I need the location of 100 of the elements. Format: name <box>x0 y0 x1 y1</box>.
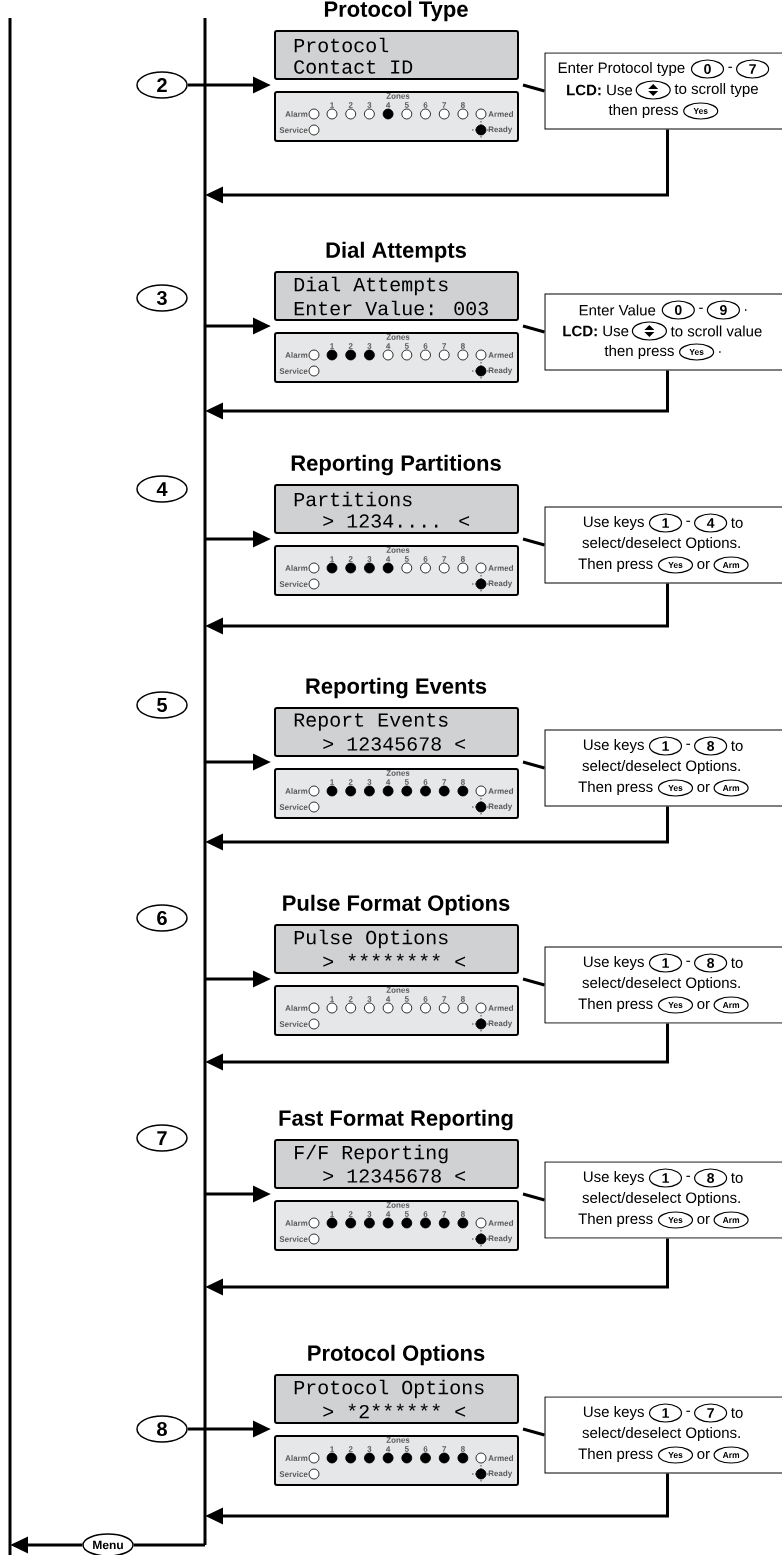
indicator-label: 3 <box>367 996 372 1002</box>
indicator-label: 1 <box>330 343 334 349</box>
key-button: 1 <box>648 1168 683 1188</box>
indicator-label: Alarm <box>285 352 308 358</box>
indicator-label: 2 <box>348 556 353 562</box>
indicator-label: 6 <box>423 1211 428 1217</box>
section-heading: Protocol Type <box>324 0 468 22</box>
indicator-label: 1 <box>330 779 334 785</box>
step-number: 6 <box>136 904 188 932</box>
indicator-label: 1 <box>330 1211 334 1217</box>
section-heading: Dial Attempts <box>326 241 466 263</box>
indicator-label: 8 <box>460 779 465 785</box>
indicator-label: Zones <box>386 770 410 776</box>
key-button: Yes <box>657 996 694 1014</box>
step-number: 8 <box>136 1415 188 1443</box>
lcd-display: Report Events > 12345678 < <box>274 707 519 757</box>
indicator-label: 5 <box>404 102 409 108</box>
indicator-label: 3 <box>367 1211 372 1217</box>
indicator-label: 6 <box>423 1446 428 1452</box>
key-button: Yes <box>657 779 694 797</box>
key-button: 4 <box>694 513 728 533</box>
indicator-label: 4 <box>386 996 391 1002</box>
indicator-label: 2 <box>348 779 353 785</box>
indicator-label: 2 <box>348 1446 353 1452</box>
key-button: 9 <box>706 300 740 320</box>
indicator-label: 2 <box>348 343 353 349</box>
indicator-label: 4 <box>386 1446 391 1452</box>
indicator-label: Service <box>279 1236 308 1242</box>
key-button: Arm <box>713 996 749 1014</box>
indicator-label: 6 <box>423 556 428 562</box>
key-button: 8 <box>694 953 728 973</box>
indicator-label: Service <box>279 368 308 374</box>
indicator-label: Armed <box>488 352 513 358</box>
indicator-label: 1 <box>330 1446 334 1452</box>
indicator-label: 8 <box>460 1446 465 1452</box>
key-button: 1 <box>648 953 683 973</box>
step-number: 2 <box>136 71 188 99</box>
menu-key: Menu <box>82 1533 134 1555</box>
indicator-label: 5 <box>404 1446 409 1452</box>
indicator-label: 5 <box>404 556 409 562</box>
indicator-label: 3 <box>367 343 372 349</box>
indicator-label: Ready <box>488 126 513 134</box>
indicator-label: 6 <box>423 102 428 108</box>
lcd-display: Dial Attempts Enter Value: 003 <box>274 271 519 321</box>
indicator-label: 5 <box>404 1211 409 1217</box>
indicator-label: Service <box>279 1021 308 1027</box>
lcd-display: Protocol Options > *2****** < <box>274 1374 519 1424</box>
indicator-label: 7 <box>442 102 447 108</box>
indicator-label: 6 <box>423 779 428 785</box>
key-button: Arm <box>713 556 749 574</box>
indicator-label: Ready <box>488 1470 513 1478</box>
key-button: 0 <box>661 300 695 320</box>
indicator-label: Ready <box>488 580 513 588</box>
indicator-label: Armed <box>488 1455 513 1461</box>
indicator-label: Zones <box>386 547 410 553</box>
indicator-label: Zones <box>386 987 410 993</box>
indicator-label: Armed <box>488 111 513 117</box>
lcd-display: F/F Reporting > 12345678 < <box>274 1139 519 1189</box>
indicator-label: Armed <box>488 1220 513 1226</box>
key-button: 1 <box>648 736 683 756</box>
indicator-label: 7 <box>442 343 447 349</box>
indicator-label: 8 <box>460 343 465 349</box>
connector-line <box>522 324 545 334</box>
connector-line <box>522 760 545 770</box>
indicator-label: 4 <box>386 556 391 562</box>
indicator-label: Alarm <box>285 1455 308 1461</box>
indicator-label: 2 <box>348 102 353 108</box>
indicator-label: 3 <box>367 556 372 562</box>
indicator-label: 1 <box>330 556 334 562</box>
key-button: Yes <box>657 1211 694 1229</box>
indicator-label: 4 <box>386 1211 391 1217</box>
section-heading: Fast Format Reporting <box>279 1109 513 1131</box>
key-button: Arm <box>713 1446 749 1464</box>
indicator-label: Ready <box>488 367 513 375</box>
indicator-label: 7 <box>442 1211 447 1217</box>
key-button: 8 <box>694 1168 728 1188</box>
indicator-label: 2 <box>348 996 353 1002</box>
indicator-label: 6 <box>423 996 428 1002</box>
indicator-label: 5 <box>404 343 409 349</box>
indicator-label: 1 <box>330 102 334 108</box>
indicator-label: Alarm <box>285 1220 308 1226</box>
indicator-label: 7 <box>442 556 447 562</box>
key-button: 0 <box>690 59 725 79</box>
indicator-label: Service <box>279 804 308 810</box>
indicator-label: 4 <box>386 343 391 349</box>
indicator-label: Ready <box>488 1020 513 1028</box>
indicator-label: Zones <box>386 93 410 99</box>
lcd-display: Protocol Contact ID <box>274 30 519 80</box>
indicator-label: 8 <box>460 102 465 108</box>
indicator-label: Armed <box>488 565 513 571</box>
indicator-label: 4 <box>386 779 391 785</box>
indicator-label: 2 <box>348 1211 353 1217</box>
section-heading: Reporting Events <box>306 677 487 699</box>
indicator-label: Alarm <box>285 565 308 571</box>
indicator-label: 8 <box>460 996 465 1002</box>
connector-line <box>522 977 545 987</box>
indicator-label: Service <box>279 1471 308 1477</box>
indicator-label: Service <box>279 127 308 133</box>
key-button: Yes <box>657 556 694 574</box>
key-button: Yes <box>679 343 715 361</box>
